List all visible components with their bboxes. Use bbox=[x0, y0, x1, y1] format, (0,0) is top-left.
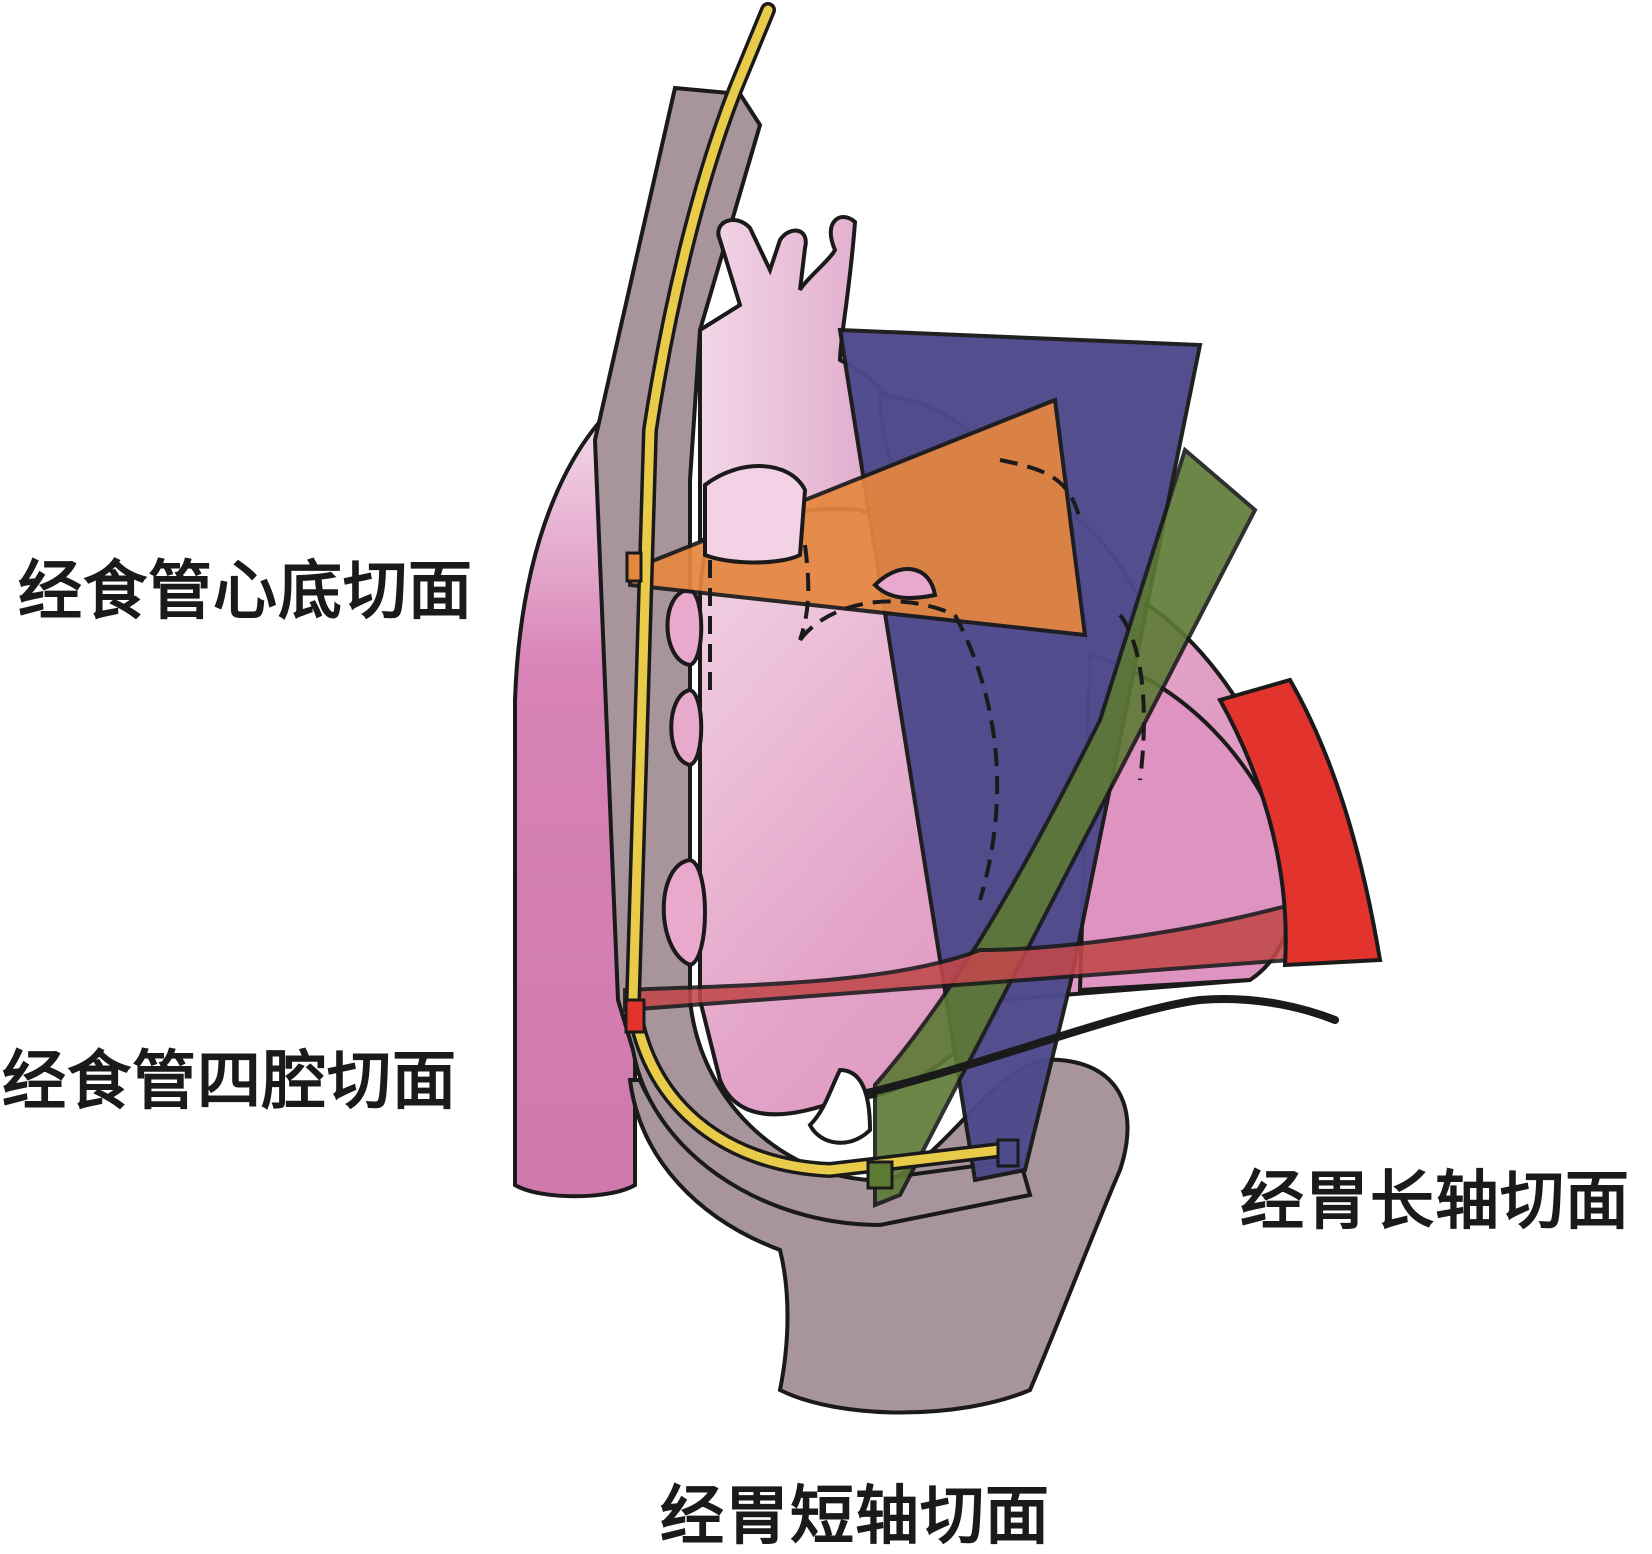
apex-gap bbox=[807, 1067, 873, 1145]
probe-cable bbox=[831, 995, 1339, 1104]
plane-four-chamber-edge bbox=[1217, 677, 1383, 968]
dashed-outlines bbox=[708, 458, 1146, 901]
label-transgastric-long-axis-view: 经胃长轴切面 bbox=[1240, 1164, 1630, 1239]
label-transgastric-short-axis-view: 经胃短轴切面 bbox=[660, 1479, 1050, 1554]
probe-shaft-core bbox=[628, 5, 1005, 1175]
left-atrium-box bbox=[703, 464, 808, 565]
plane-four-chamber bbox=[623, 902, 1292, 1013]
label-transesophageal-base-view: 经食管心底切面 bbox=[18, 554, 473, 629]
aortic-valve bbox=[872, 567, 938, 600]
left-atrium bbox=[661, 587, 707, 968]
label-transesophageal-four-chamber-view: 经食管四腔切面 bbox=[2, 1044, 457, 1119]
probe-markers bbox=[624, 551, 1020, 1190]
